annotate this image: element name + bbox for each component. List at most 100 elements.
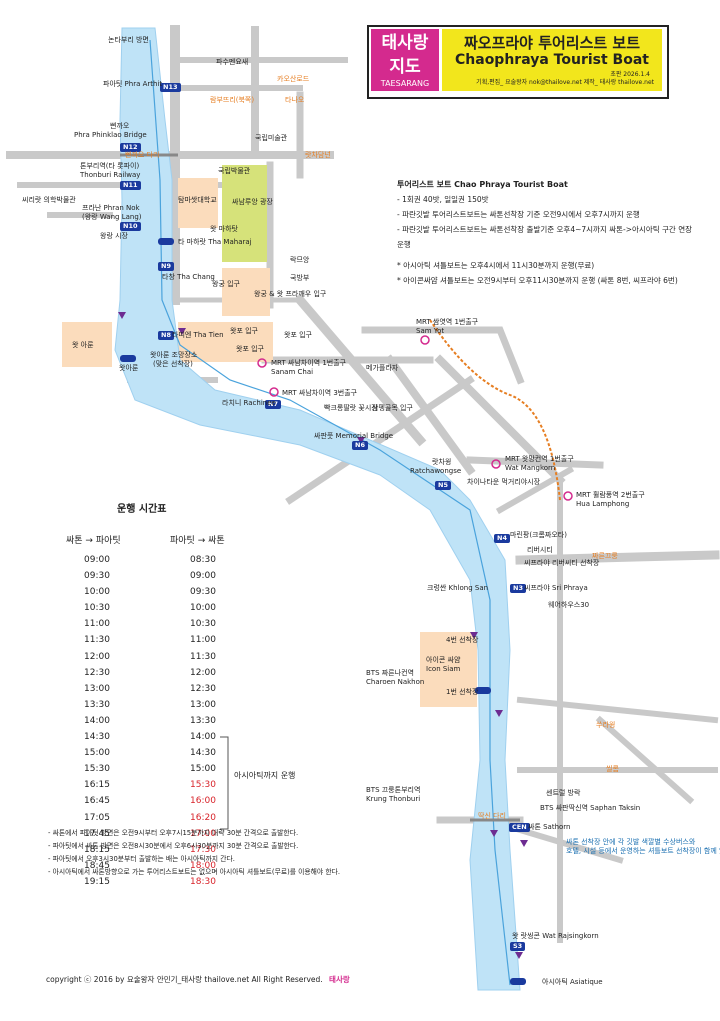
label-sri-phraya: 씨프라야 Sri Phraya: [524, 584, 588, 592]
schedule-time-col2: 16:00: [190, 796, 216, 807]
schedule-time-col2: 16:20: [190, 812, 216, 823]
label-charoen-krung: 짜른끄룽: [592, 552, 618, 560]
schedule-time-col2: 18:30: [190, 876, 216, 887]
schedule-time-col2: 12:00: [190, 667, 216, 678]
label-mrt-wat-mangkorn-en: Wat Mangkorn: [505, 464, 556, 472]
label-rachinee: 라치니 Rachinee: [222, 399, 276, 407]
roads: [6, 25, 720, 943]
label-national-museum: 국립박물관: [218, 167, 251, 175]
label-wang-lang-ko: 프라난 Phran Nok: [82, 204, 140, 212]
label-ratchadamnoen: 랏차담넌: [305, 151, 331, 159]
label-bts-taksin: BTS 싸판딱신역 Saphan Taksin: [540, 804, 641, 812]
label-sathorn-note1: 싸톤 선착장 안에 각 깃발 색깔별 수상버스와: [566, 838, 696, 846]
schedule-time-col1: 12:30: [84, 667, 110, 678]
label-tha-chang: 타창 Tha Chang: [162, 273, 215, 281]
label-tanao: 타나오: [285, 96, 305, 104]
pier-n4[interactable]: N4: [494, 534, 510, 543]
label-grand-palace-gate: 왕궁 입구: [212, 280, 240, 288]
label-thonburi-rail-en: Thonburi Railway: [80, 171, 141, 179]
pier-n6[interactable]: N6: [352, 441, 368, 450]
schedule-time-col2: 17:00: [190, 828, 216, 839]
credits: 기획,편집_ 요술왕자 nok@thailove.net 제작_ 태사랑 tha…: [476, 79, 654, 86]
label-pak-khlong: 빡크롱딸랏 꽃시장: [324, 404, 378, 412]
label-thonburi-rail-ko: 톤부리역(타 롯파이): [80, 162, 140, 170]
schedule-time-col2: 08:30: [190, 555, 216, 565]
label-pinklao-ko: 삔까오: [110, 122, 130, 130]
label-ratchawongse-ko: 랏차웡: [432, 458, 452, 466]
logo-line3: TAESARANG: [380, 79, 430, 88]
sanam-luang: [222, 165, 267, 262]
label-iconsiam-ko: 아이콘 싸얌: [426, 656, 461, 664]
taesarang-logo: 태사랑 지도 TAESARANG MAP: [371, 29, 439, 99]
schedule-time-col2: 11:00: [190, 635, 216, 646]
label-siriraj: 씨리랏 의학박물관: [22, 196, 76, 204]
schedule-time-col2: 15:30: [190, 780, 216, 791]
schedule-time-col2: 09:30: [190, 587, 216, 598]
label-memorial: 싸판풋 Memorial Bridge: [314, 432, 394, 440]
bridges: [120, 153, 520, 822]
label-river-city: 리버시티: [527, 546, 553, 554]
schedule-col2-header: 파아팃 → 싸톤: [170, 536, 225, 546]
schedule-time-col1: 15:00: [84, 748, 110, 759]
label-wat-arun: 왓 아룬: [72, 341, 94, 349]
pier-n3[interactable]: N3: [510, 584, 526, 593]
schedule-time-col1: 09:00: [84, 555, 110, 565]
schedule-time-col1: 18:45: [84, 860, 110, 871]
title-box: 태사랑 지도 TAESARANG MAP 짜오프라야 투어리스트 보트 Chao…: [367, 25, 669, 99]
label-khaosan: 카오산로드: [277, 75, 310, 83]
schedule-time-col2: 09:00: [190, 571, 216, 582]
label-mrt-hualamphong-en: Hua Lamphong: [576, 500, 630, 508]
pier-n11[interactable]: N11: [120, 181, 141, 190]
info-note: * 아이콘싸얌 셔틀보트는 오전9시부터 오후11시30분까지 운행 (싸톤 8…: [397, 276, 678, 285]
grand-palace-area: [222, 268, 270, 316]
pier-s3[interactable]: S3: [510, 942, 526, 951]
schedule-notes: - 싸톤에서 파아팃 방면은 오전9시부터 오후7시15분까지 대략 30분 간…: [48, 827, 378, 879]
schedule-col1-header: 싸톤 → 파아팃: [66, 536, 121, 546]
label-surawong: 쑤라웡: [596, 721, 616, 729]
label-sathorn: 싸톤 Sathorn: [528, 823, 571, 831]
schedule-note: - 파아팃에서 싸톤 방면은 오전8시30분에서 오후6시30분까지 30분 간…: [48, 842, 299, 850]
label-sanam-luang: 싸남루앙 광장: [232, 198, 273, 206]
label-ratchawongse-en: Ratchawongse: [410, 467, 462, 475]
info-panel: 투어리스트 보트 Chao Phraya Tourist Boat - 1회권 …: [397, 177, 697, 288]
schedule-time-col1: 09:30: [84, 571, 110, 582]
label-mrt-samyot-en: Sam Yot: [416, 327, 445, 335]
label-grand-palace: 왕궁 & 왓 프라깨우 입구: [254, 290, 327, 298]
schedule-time-col2: 12:30: [190, 683, 216, 694]
title-ko: 짜오프라야 투어리스트 보트: [463, 34, 641, 52]
label-wang-lang-en: (왕랑 Wang Lang): [82, 213, 142, 221]
label-bts-charoen-en: Charoen Nakhon: [366, 678, 425, 686]
info-line: - 1회권 40밧, 일일권 150밧: [397, 195, 489, 204]
schedule-time-col2: 18:00: [190, 860, 216, 871]
label-pinklao-road: 삔까오 다리: [125, 151, 160, 159]
label-silom: 씰롬: [606, 765, 619, 773]
label-taksin-bridge: 딱신 다리: [478, 812, 506, 820]
label-mrt-sanamchai-ko: MRT 싸남차이역 1번출구: [271, 359, 347, 367]
schedule-note: - 파아팃에서 오후3시30분부터 출발하는 배는 아시아틱까지 간다.: [48, 855, 235, 863]
pier-n13[interactable]: N13: [160, 83, 181, 92]
pier-n5[interactable]: N5: [435, 481, 451, 490]
pier-n9[interactable]: N9: [158, 262, 174, 271]
label-mrt-samyot-ko: MRT 쌈엿역 1번출구: [416, 318, 479, 326]
label-ranna-pier: 씨프라야 리버씨티 선착장: [524, 559, 600, 567]
label-arun-view2: (맞은 선착장): [153, 360, 193, 368]
label-sathorn-note2: 호텔, 시설 등에서 운영하는 셔틀보트 선착장이 함께 있다.: [566, 847, 720, 855]
pier-n7[interactable]: N7: [265, 400, 281, 409]
label-rambuttri: 람부뜨리(북쪽): [210, 96, 255, 104]
label-phra-arthit: 파아팃 Phra Arthit: [103, 80, 163, 88]
pier-cen[interactable]: CEN: [509, 823, 530, 832]
label-wat-arun-pier: 왓아룬: [119, 364, 139, 372]
pier-n8[interactable]: N8: [158, 331, 174, 340]
pier-n12[interactable]: N12: [120, 143, 141, 152]
label-mrt-wat-mangkorn-ko: MRT 왓망컨역 1번출구: [505, 455, 574, 463]
schedule-time-col1: 17:05: [84, 812, 110, 823]
schedule-bracket: [220, 736, 229, 830]
schedule-time-col1: 14:00: [84, 715, 110, 726]
label-thammasat: 탐마쌋대학교: [178, 196, 217, 204]
schedule-bracket-label: 아시아틱까지 운행: [234, 771, 296, 780]
pier-n10[interactable]: N10: [120, 222, 141, 231]
label-iconsiam-en: Icon Siam: [426, 665, 461, 673]
label-arun-view: 왓아룬 조망장소: [150, 351, 198, 359]
thammasat-area: [178, 178, 218, 228]
